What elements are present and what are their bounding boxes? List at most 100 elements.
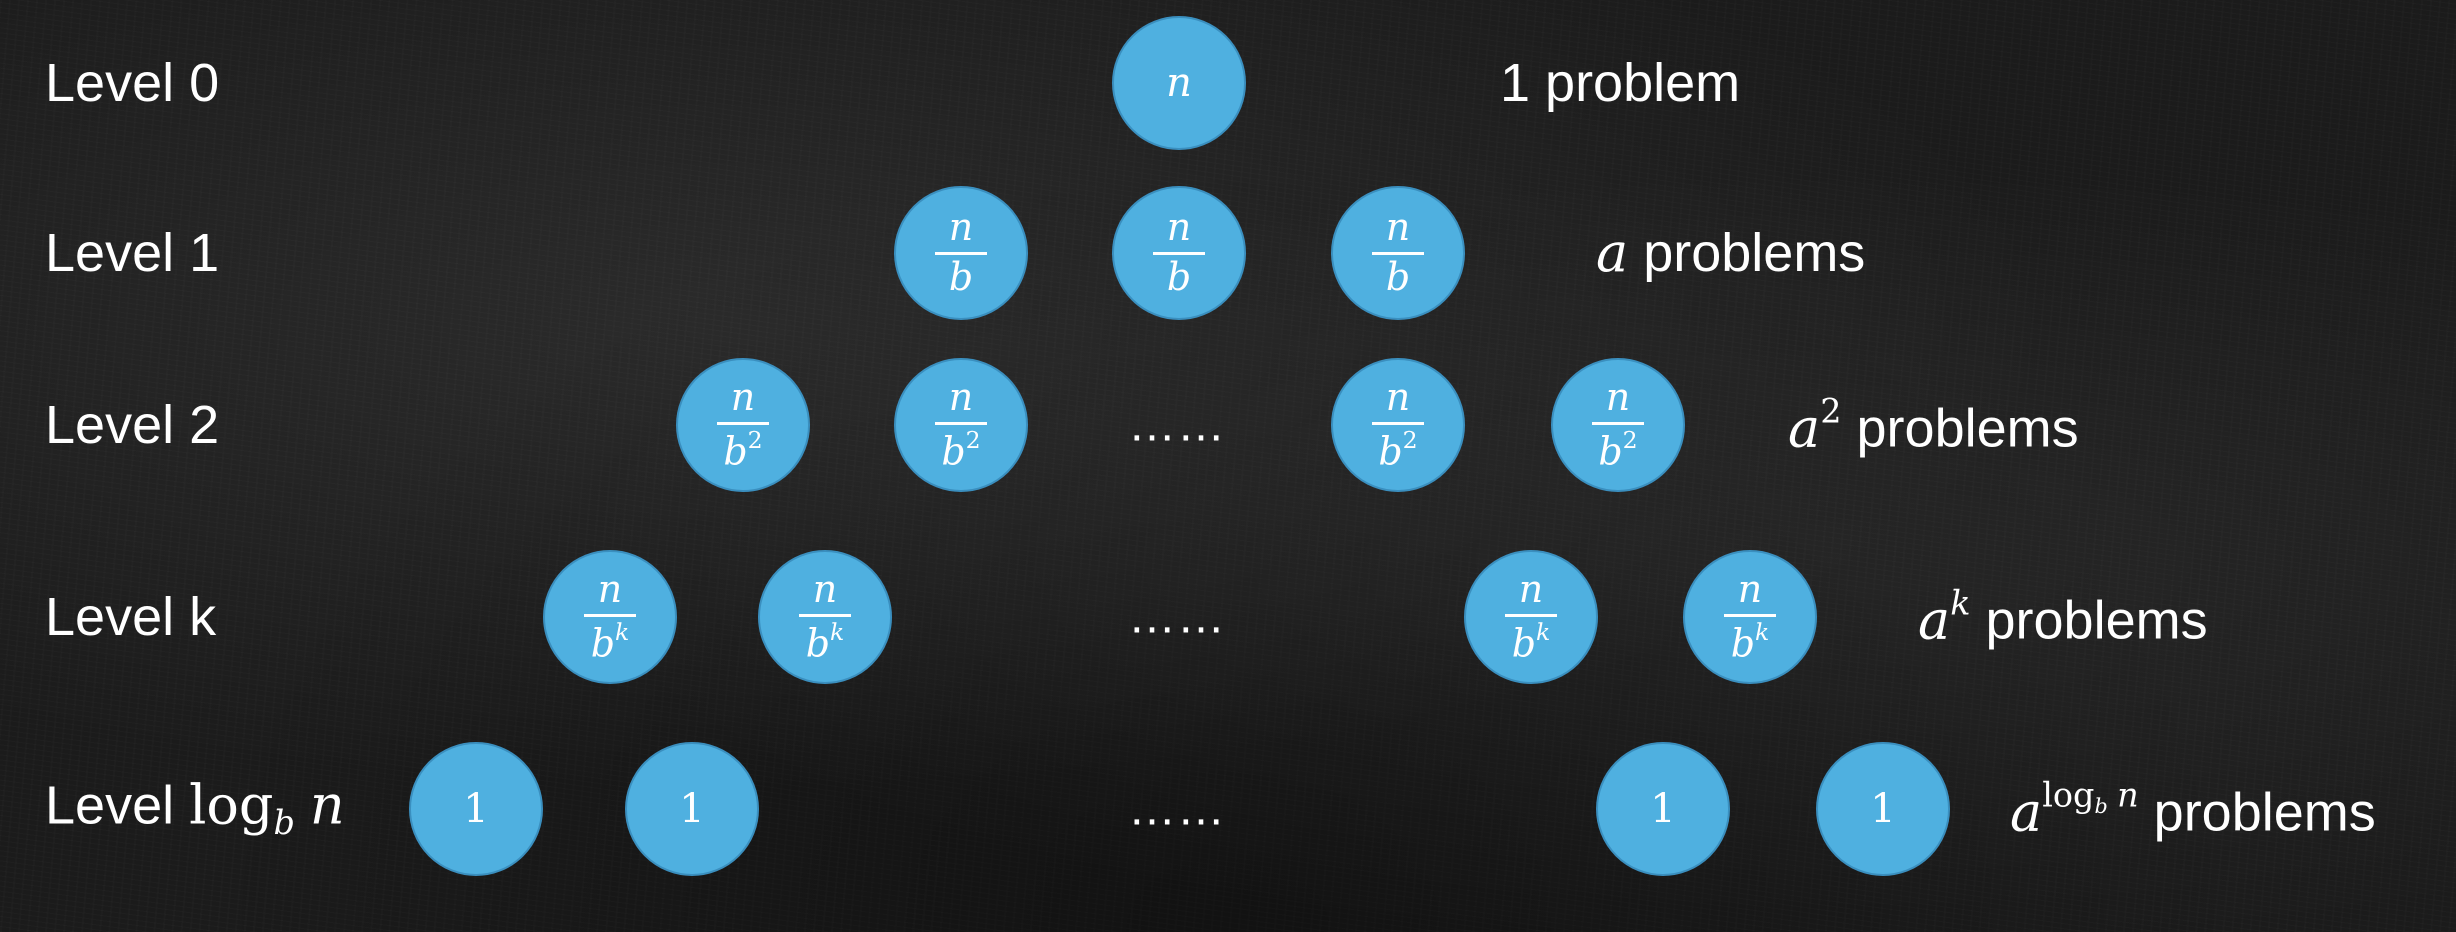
level-row-0: Level 0 n 1 problem xyxy=(0,13,2456,153)
fraction-bar xyxy=(1505,613,1557,617)
fraction-bar xyxy=(935,252,987,255)
fraction-denominator: b xyxy=(1166,255,1192,299)
fraction-bar xyxy=(1592,421,1644,425)
fraction: n bk xyxy=(799,566,851,664)
fraction-denominator: bk xyxy=(590,619,630,666)
level-row-2: Level 2 n b2 n b2 …… n b2 n b2 a2 proble… xyxy=(0,355,2456,495)
fraction-bar xyxy=(1153,252,1205,255)
count-base: a xyxy=(1918,588,1951,652)
tree-node: 1 xyxy=(409,742,543,876)
tree-node: n bk xyxy=(758,550,892,684)
fraction-denominator: b2 xyxy=(1598,427,1637,474)
tree-node: n b xyxy=(1112,186,1246,320)
count-exponent: k xyxy=(1950,583,1971,623)
level-label-prefix: Level xyxy=(45,775,190,836)
ellipsis: …… xyxy=(1128,590,1226,644)
fraction: n bk xyxy=(1505,566,1557,664)
denominator-base: b xyxy=(723,429,748,474)
log-text: log xyxy=(189,773,274,837)
tree-node: n xyxy=(1112,16,1246,150)
count-text: problems xyxy=(1856,398,2079,459)
denominator-base: b xyxy=(1166,255,1192,299)
tree-node: n b2 xyxy=(676,358,810,492)
level-label-2: Level 2 xyxy=(45,395,220,455)
fraction-bar xyxy=(935,421,987,425)
count-text: problems xyxy=(1643,223,1866,283)
fraction: n b xyxy=(1153,205,1205,299)
tree-node: n b2 xyxy=(894,358,1028,492)
fraction-numerator: n xyxy=(812,566,838,611)
count-text: problems xyxy=(1985,590,2208,651)
count-base: a xyxy=(1788,396,1821,460)
denominator-base: b xyxy=(1730,621,1756,666)
level-label-1: Level 1 xyxy=(45,223,220,283)
ellipsis: …… xyxy=(1128,782,1226,836)
fraction-bar xyxy=(1372,252,1424,255)
count-base: a xyxy=(1596,221,1629,284)
exponent-log: log xyxy=(2042,775,2095,815)
fraction-numerator: n xyxy=(948,374,974,419)
node-value: 1 xyxy=(1870,786,1896,832)
fraction-denominator: bk xyxy=(1730,617,1770,666)
tree-node: 1 xyxy=(625,742,759,876)
fraction: n bk xyxy=(584,566,636,666)
tree-node: 1 xyxy=(1816,742,1950,876)
fraction: n b xyxy=(935,205,987,299)
ellipsis: …… xyxy=(1128,398,1226,452)
count-exponent: 2 xyxy=(1820,391,1842,431)
denominator-base: b xyxy=(948,255,974,299)
fraction-bar xyxy=(1372,421,1424,425)
node-value: 1 xyxy=(1650,786,1676,832)
fraction: n b xyxy=(1372,207,1424,299)
fraction-numerator: n xyxy=(597,566,623,611)
denominator-exponent: 2 xyxy=(747,425,763,454)
fraction: n b2 xyxy=(1592,374,1644,474)
tree-node: n bk xyxy=(1683,550,1817,684)
level-row-1: Level 1 n b n b n b a problems xyxy=(0,183,2456,323)
count-label-4: alogb n problems xyxy=(2010,778,2376,839)
fraction-denominator: bk xyxy=(1512,617,1551,664)
fraction: n bk xyxy=(1724,566,1776,666)
fraction-denominator: b xyxy=(1385,255,1411,299)
fraction-numerator: n xyxy=(1605,374,1631,419)
count-text: problems xyxy=(2153,782,2376,843)
fraction-bar xyxy=(799,613,851,617)
fraction-numerator: n xyxy=(730,374,756,419)
fraction-bar xyxy=(1724,613,1776,617)
denominator-exponent: k xyxy=(1536,617,1551,646)
tree-node: 1 xyxy=(1596,742,1730,876)
node-value: 1 xyxy=(463,786,489,832)
fraction-denominator: b xyxy=(948,255,974,299)
fraction: n b2 xyxy=(935,374,987,472)
fraction-numerator: n xyxy=(1166,205,1192,250)
tree-node: n b xyxy=(894,186,1028,320)
denominator-base: b xyxy=(1385,255,1411,299)
count-base: a xyxy=(2010,780,2043,844)
fraction-bar xyxy=(584,613,636,617)
fraction-numerator: n xyxy=(1518,566,1544,611)
fraction: n b2 xyxy=(1372,374,1424,474)
fraction-denominator: bk xyxy=(806,619,845,664)
fraction-denominator: b2 xyxy=(1378,427,1417,474)
fraction-numerator: n xyxy=(1385,374,1411,419)
level-row-4: Level logb n 1 1 …… 1 1 alogb n problems xyxy=(0,739,2456,879)
denominator-base: b xyxy=(590,621,616,666)
tree-node: n b xyxy=(1331,186,1465,320)
node-value: 1 xyxy=(679,786,705,832)
fraction-denominator: b2 xyxy=(941,427,980,472)
fraction: n b2 xyxy=(717,374,769,474)
denominator-base: b xyxy=(1598,429,1623,474)
fraction-bar xyxy=(717,421,769,425)
fraction-numerator: n xyxy=(1737,566,1763,611)
denominator-exponent: k xyxy=(1755,617,1770,646)
count-label-0: 1 problem xyxy=(1500,53,1741,113)
level-row-3: Level k n bk n bk …… n bk n bk ak proble… xyxy=(0,547,2456,687)
tree-node: n bk xyxy=(1464,550,1598,684)
exponent-log-base: b xyxy=(2094,794,2108,819)
level-label-3: Level k xyxy=(45,587,217,647)
fraction-numerator: n xyxy=(948,205,974,250)
level-label-4: Level logb n xyxy=(45,778,345,839)
fraction-denominator: b2 xyxy=(723,425,763,474)
denominator-base: b xyxy=(1378,429,1403,474)
count-label-2: a2 problems xyxy=(1788,394,2079,455)
